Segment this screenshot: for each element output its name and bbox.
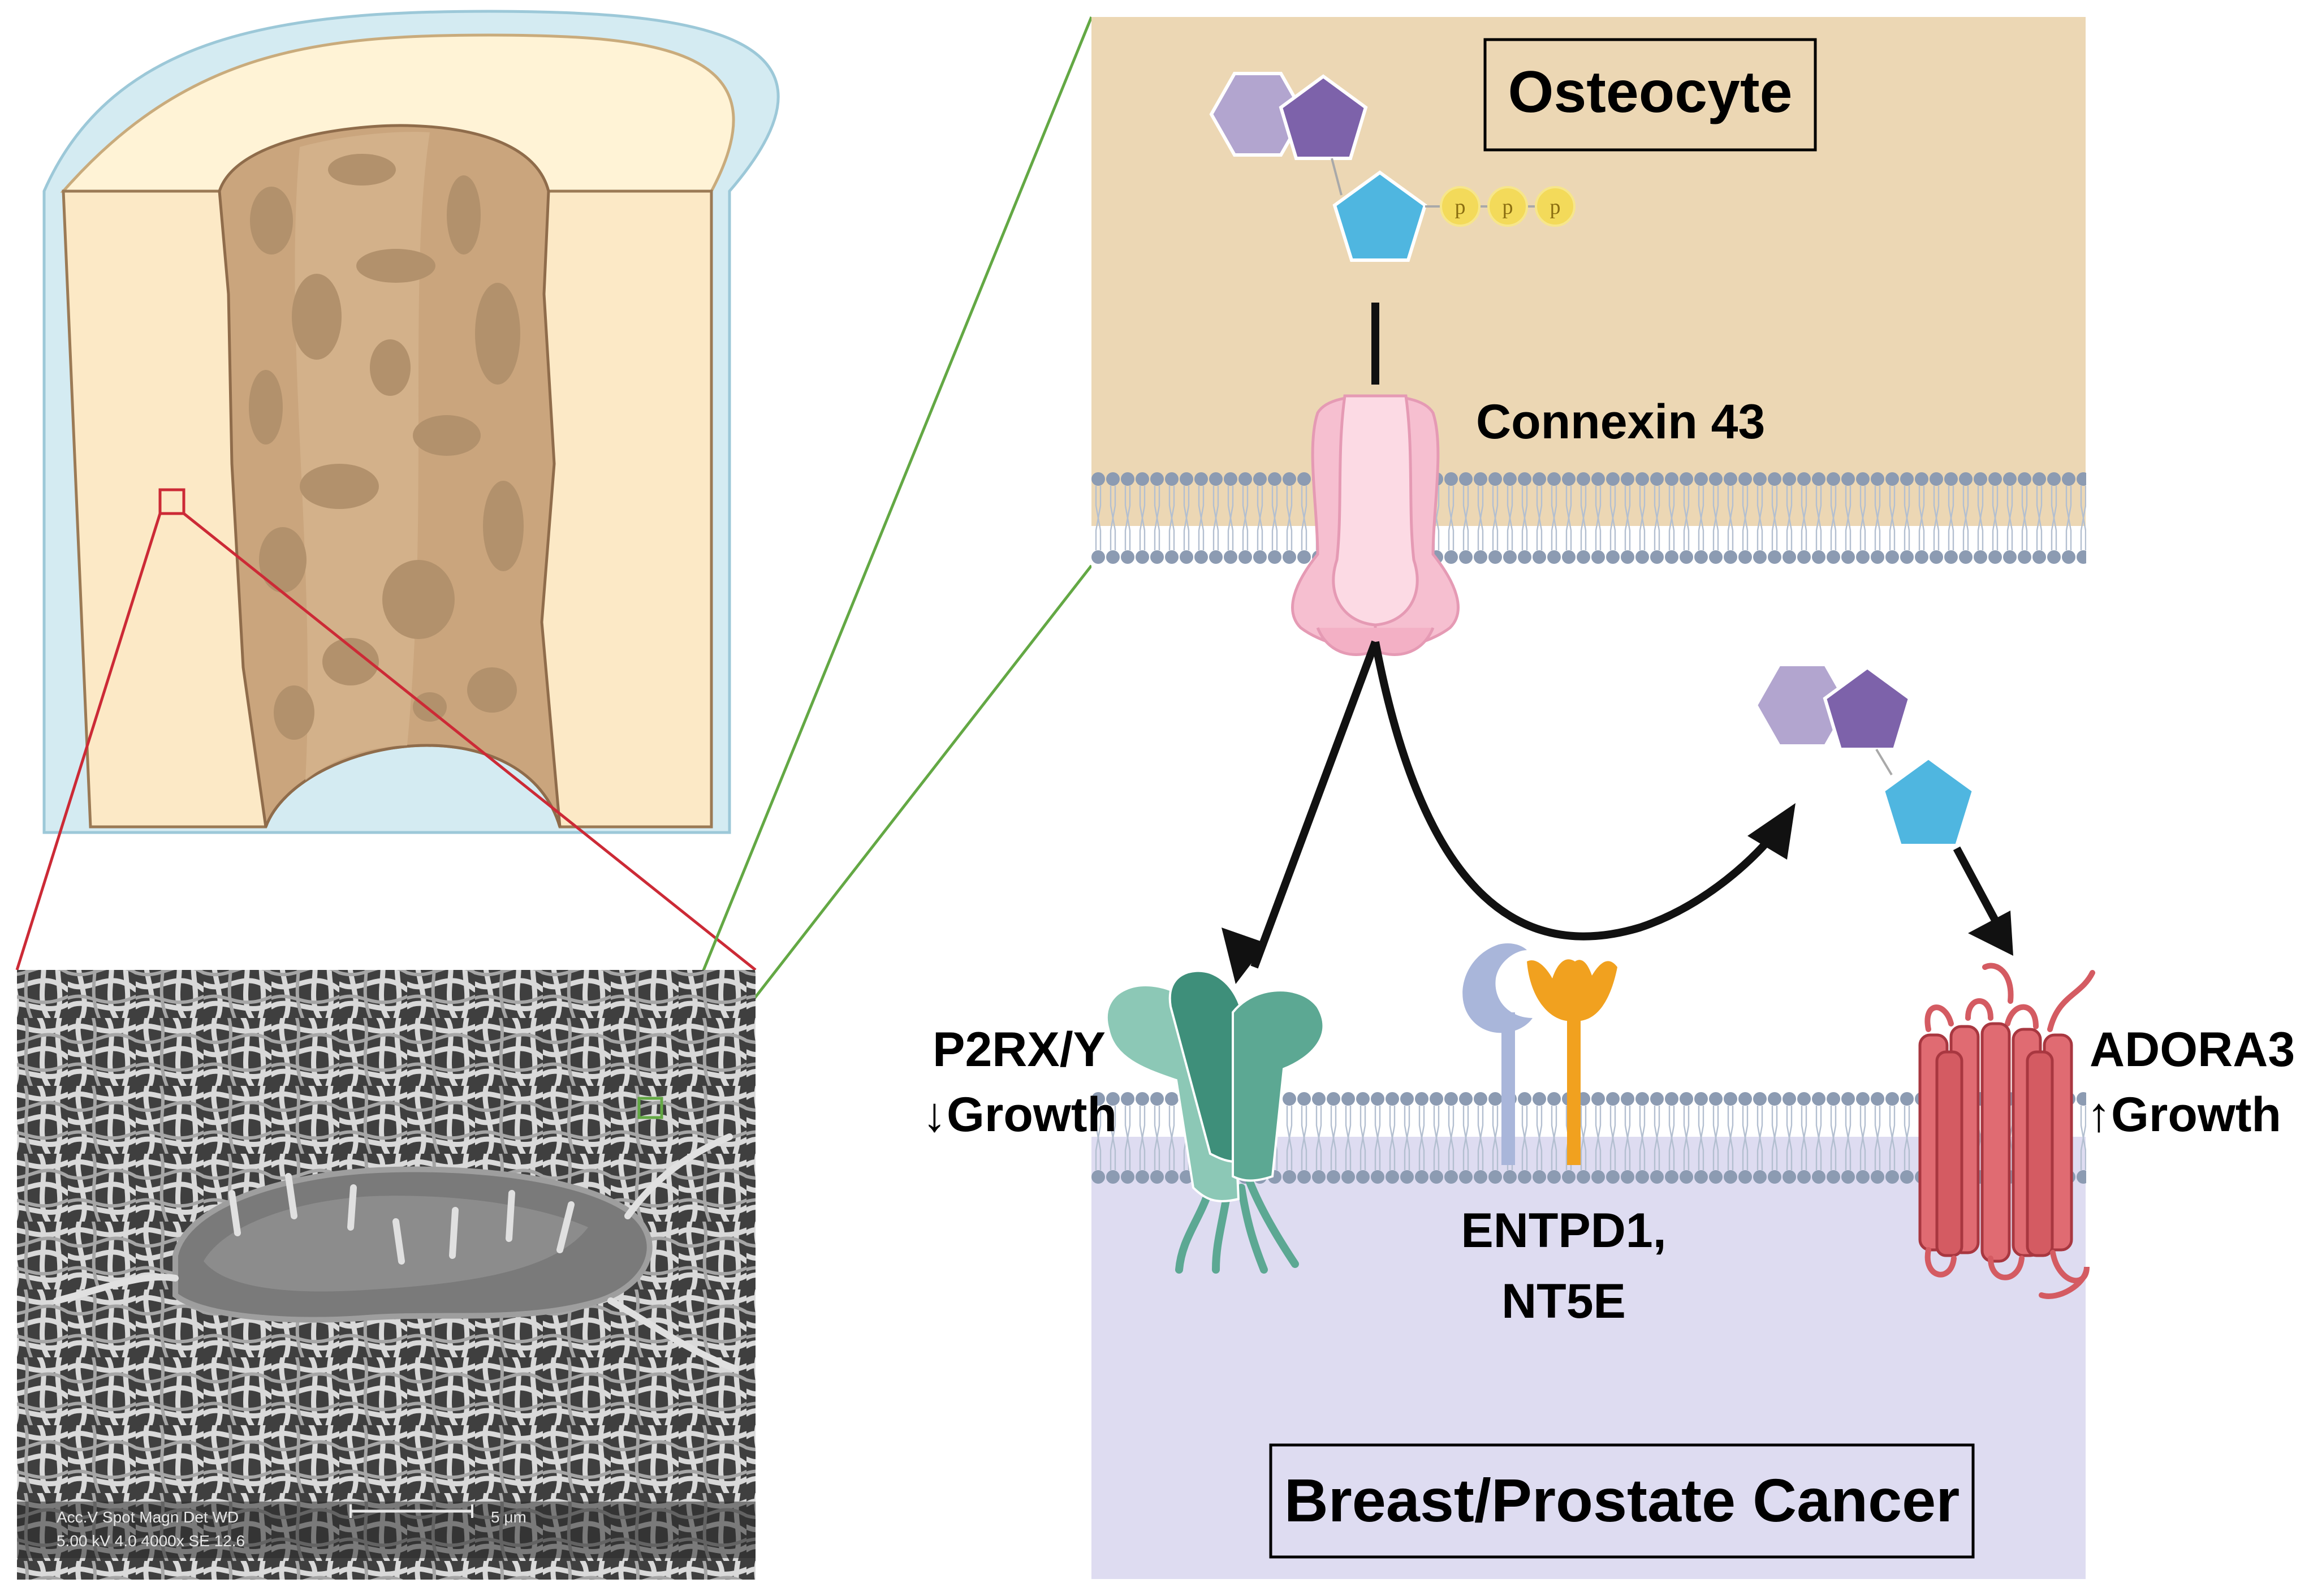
phosphate-1 bbox=[1440, 186, 1481, 227]
adora3-loops-bottom bbox=[1924, 1247, 2090, 1299]
red-zoom-line-left bbox=[15, 513, 162, 970]
entpd1-stalk bbox=[1501, 1012, 1515, 1165]
micrograph-params-line2: 5.00 kV 4.0 4000x SE 12.6 bbox=[57, 1532, 245, 1550]
cancer-label-box bbox=[1269, 1443, 1975, 1559]
red-zoom-indicator bbox=[15, 488, 757, 971]
adenosine-blue-pentagon bbox=[1881, 756, 1976, 847]
adora3-helices bbox=[1918, 1022, 2073, 1263]
adenosine-hexagon bbox=[1754, 663, 1851, 748]
adora3-label: ADORA3 bbox=[2090, 1023, 2295, 1077]
ectoenzyme-label-line2: NT5E bbox=[1501, 1274, 1626, 1328]
micrograph-green-box bbox=[637, 1097, 663, 1119]
connexin-inner-core bbox=[1332, 394, 1419, 627]
connexin-label: Connexin 43 bbox=[1476, 395, 1765, 449]
osteocyte-label: Osteocyte bbox=[1508, 59, 1793, 125]
atp-adenine-pentagon bbox=[1279, 74, 1368, 160]
p2rx-center-lobe bbox=[1168, 969, 1251, 1163]
p2rx-receptor bbox=[1105, 969, 1325, 1274]
osteocyte-label-box bbox=[1483, 38, 1817, 152]
phosphate-3-label: p bbox=[1550, 195, 1561, 219]
adora3-n-terminus bbox=[1982, 963, 2014, 1004]
adenosine-purple-pentagon bbox=[1823, 665, 1912, 751]
cortical-bone-top bbox=[60, 33, 735, 193]
osteocyte-membrane bbox=[1091, 472, 2086, 564]
phosphate-2-label: p bbox=[1503, 195, 1513, 219]
atp-molecule: p p p bbox=[1209, 72, 1576, 262]
micrograph-params-line1: Acc.V Spot Magn Det WD bbox=[57, 1508, 239, 1526]
micrograph-scale-label: 5 μm bbox=[491, 1508, 526, 1526]
entpd1-enzyme bbox=[1462, 943, 1533, 1165]
nt5e-stalk bbox=[1567, 1012, 1581, 1165]
nt5e-head bbox=[1527, 959, 1617, 1021]
arrowhead-adora3 bbox=[1968, 911, 2013, 956]
micrograph-dendrites bbox=[53, 1133, 739, 1372]
connexin-43-channel bbox=[1291, 394, 1460, 656]
nt5e-enzyme bbox=[1527, 959, 1617, 1165]
green-zoom-line-top bbox=[642, 16, 1093, 1118]
p2rx-stalks bbox=[1175, 1178, 1299, 1274]
ectoenzyme-label-line1: ENTPD1, bbox=[1461, 1204, 1666, 1258]
entpd1-head bbox=[1462, 943, 1533, 1033]
p2rx-label: P2RX/Y bbox=[933, 1023, 1106, 1077]
adenosine-molecule bbox=[1754, 663, 1976, 847]
arrow-atp-to-adenosine bbox=[1371, 641, 1779, 941]
adora3-loops-top bbox=[1924, 970, 2095, 1032]
phosphate-2 bbox=[1487, 186, 1528, 227]
phosphate-3 bbox=[1535, 186, 1576, 227]
atp-link-line bbox=[1331, 158, 1343, 196]
p2rx-effect-label: ↓Growth bbox=[922, 1088, 1117, 1142]
arrow-adenosine-to-adora3 bbox=[1953, 846, 2003, 930]
phosphate-1-label: p bbox=[1455, 195, 1466, 219]
adora3-effect-label: ↑Growth bbox=[2087, 1088, 2281, 1142]
trabecular-spots bbox=[249, 154, 524, 740]
atp-ribose-pentagon bbox=[1332, 170, 1427, 262]
adenosine-link-line bbox=[1875, 748, 1893, 776]
atp-adenine-hexagon bbox=[1209, 72, 1306, 157]
arrow-atp-to-p2rx bbox=[1250, 640, 1379, 969]
cancer-label: Breast/Prostate Cancer bbox=[1284, 1466, 1960, 1534]
arrowhead-adenosine bbox=[1747, 803, 1796, 860]
sem-micrograph: Acc.V Spot Magn Det WD 5.00 kV 4.0 4000x… bbox=[17, 970, 756, 1580]
arrowhead-p2rx bbox=[1222, 928, 1267, 984]
adora3-receptor bbox=[1918, 963, 2095, 1299]
bone-cross-section bbox=[42, 10, 780, 834]
red-zoom-box bbox=[158, 488, 185, 515]
p2rx-right-lobe bbox=[1232, 989, 1325, 1182]
red-zoom-line-right bbox=[183, 512, 757, 971]
